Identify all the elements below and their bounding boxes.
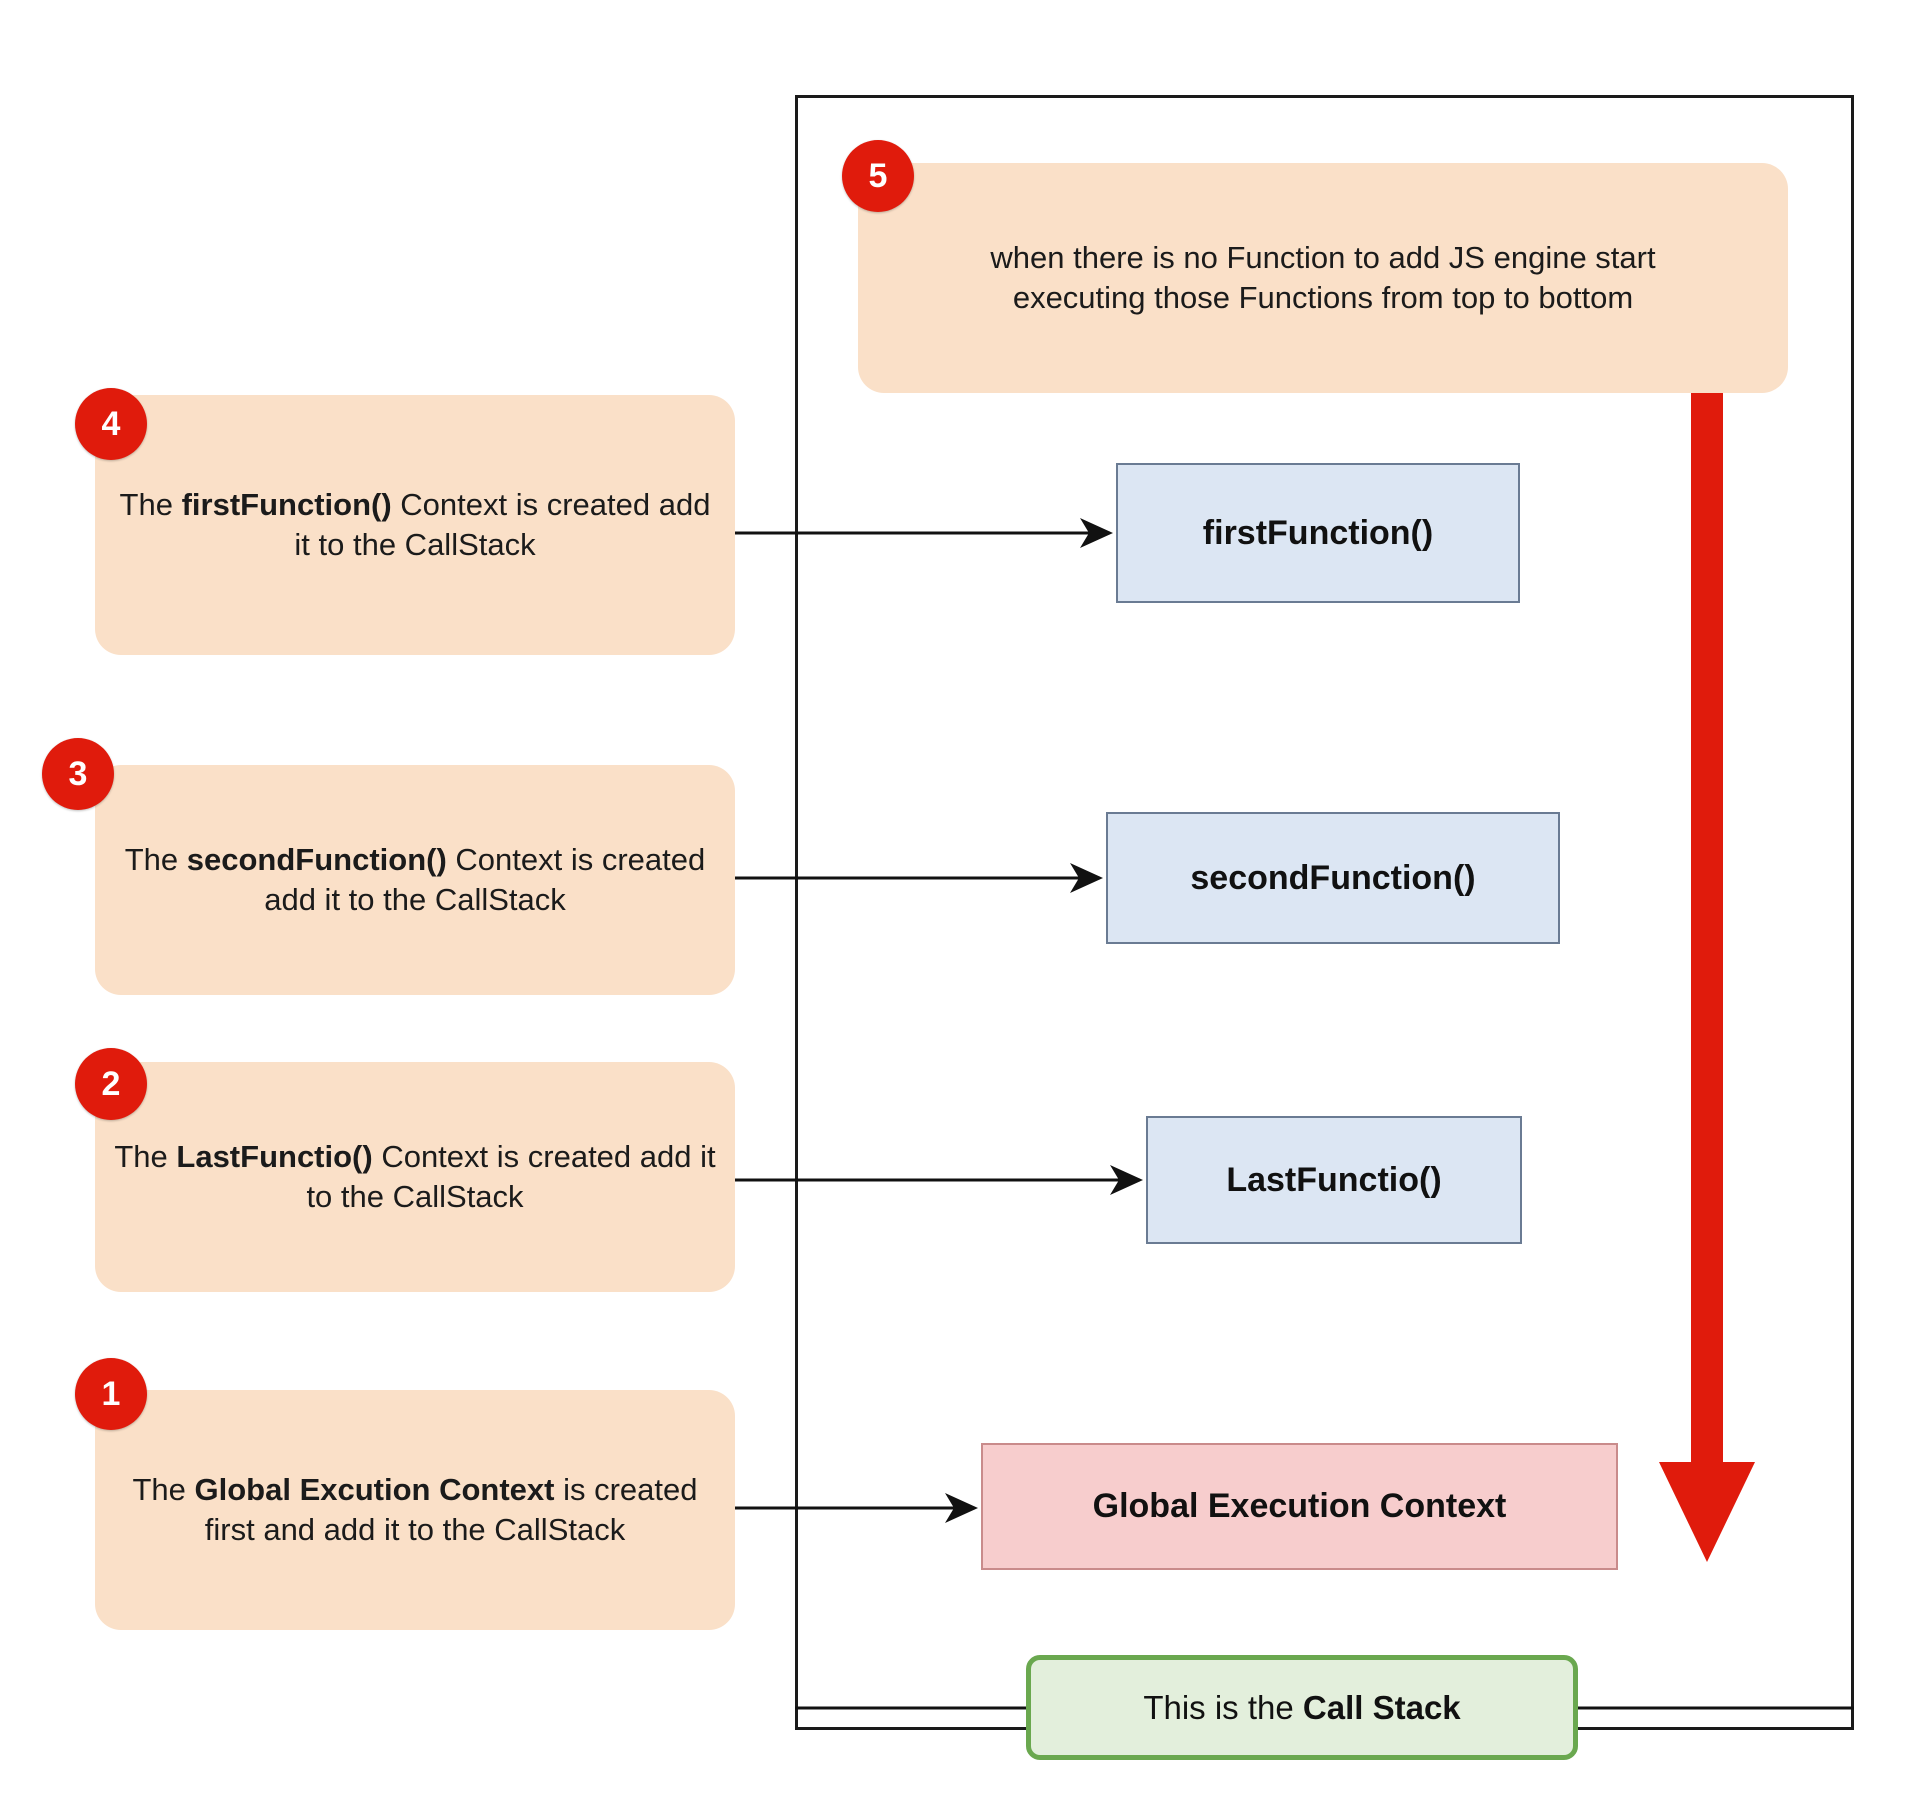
step-badge-3: 3 bbox=[42, 738, 114, 810]
callout-step-4-suffix: Context is created add it to the CallSta… bbox=[294, 487, 711, 562]
stack-box-second-function: secondFunction() bbox=[1106, 812, 1560, 944]
step-badge-2: 2 bbox=[75, 1048, 147, 1120]
stack-box-global-execution-context: Global Execution Context bbox=[981, 1443, 1618, 1570]
callout-step-2-prefix: The bbox=[114, 1139, 177, 1175]
call-stack-legend-prefix: This is the bbox=[1143, 1688, 1303, 1726]
step-badge-3-label: 3 bbox=[68, 754, 88, 793]
stack-box-last-function-label: LastFunctio() bbox=[1226, 1160, 1442, 1199]
callout-step-1-text: The Global Excution Context is created f… bbox=[111, 1470, 719, 1549]
callout-step-3-bold: secondFunction() bbox=[186, 842, 447, 878]
callout-step-3-prefix: The bbox=[124, 842, 187, 878]
callout-step-2: The LastFunctio() Context is created add… bbox=[95, 1062, 735, 1292]
step-badge-1: 1 bbox=[75, 1358, 147, 1430]
callout-step-1-prefix: The bbox=[132, 1472, 195, 1508]
stack-box-last-function: LastFunctio() bbox=[1146, 1116, 1522, 1244]
callout-step-2-text: The LastFunctio() Context is created add… bbox=[111, 1137, 719, 1216]
callout-step-1: The Global Excution Context is created f… bbox=[95, 1390, 735, 1630]
stack-box-first-function-label: firstFunction() bbox=[1202, 513, 1434, 552]
callout-step-1-suffix: is created first and add it to the CallS… bbox=[204, 1472, 698, 1547]
step-badge-2-label: 2 bbox=[101, 1064, 121, 1103]
call-stack-legend: This is the Call Stack bbox=[1026, 1655, 1578, 1760]
stack-box-global-execution-context-label: Global Execution Context bbox=[1092, 1487, 1507, 1525]
step-badge-5-label: 5 bbox=[868, 156, 888, 195]
callout-step-2-bold: LastFunctio() bbox=[176, 1139, 373, 1175]
call-stack-legend-text: This is the Call Stack bbox=[1143, 1689, 1460, 1727]
callout-step-3-suffix: Context is created add it to the CallSta… bbox=[264, 842, 706, 917]
callout-step-5-line1: when there is no Function to add JS engi… bbox=[990, 240, 1656, 276]
stack-box-second-function-label: secondFunction() bbox=[1190, 858, 1476, 897]
callout-step-5-line2: executing those Functions from top to bo… bbox=[1012, 280, 1634, 315]
callout-step-4-prefix: The bbox=[119, 487, 182, 523]
callout-step-4-bold: firstFunction() bbox=[181, 487, 392, 523]
callout-step-2-suffix: Context is created add it to the CallSta… bbox=[306, 1139, 716, 1214]
stack-box-first-function: firstFunction() bbox=[1116, 463, 1520, 603]
step-badge-5: 5 bbox=[842, 140, 914, 212]
callout-step-4-text: The firstFunction() Context is created a… bbox=[111, 485, 719, 564]
callout-step-3-text: The secondFunction() Context is created … bbox=[111, 840, 719, 919]
call-stack-legend-bold: Call Stack bbox=[1302, 1688, 1461, 1726]
step-badge-4: 4 bbox=[75, 388, 147, 460]
callout-step-5-text: when there is no Function to add JS engi… bbox=[874, 238, 1772, 317]
callout-step-1-bold: Global Excution Context bbox=[194, 1472, 555, 1508]
step-badge-1-label: 1 bbox=[101, 1374, 121, 1413]
step-badge-4-label: 4 bbox=[101, 404, 121, 443]
callout-step-3: The secondFunction() Context is created … bbox=[95, 765, 735, 995]
callout-step-4: The firstFunction() Context is created a… bbox=[95, 395, 735, 655]
callout-step-5: when there is no Function to add JS engi… bbox=[858, 163, 1788, 393]
